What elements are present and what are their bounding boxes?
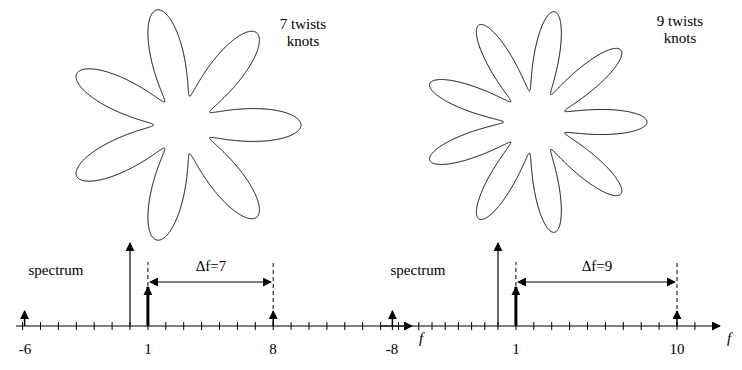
amplitude-axis <box>129 243 130 326</box>
axis-ticks <box>23 322 399 330</box>
axis-tick <box>471 322 472 330</box>
axis-tick <box>623 322 624 330</box>
axis-tick <box>677 322 678 330</box>
axis-tick <box>22 322 23 330</box>
spectral-line <box>514 287 517 326</box>
axis-tick <box>112 322 113 330</box>
delta-label: Δf=7 <box>196 258 227 275</box>
dashed-guide <box>147 262 148 286</box>
axis-label: f <box>727 330 731 347</box>
tick-label: -6 <box>19 341 32 358</box>
axis-tick <box>432 322 433 330</box>
delta-arrow <box>150 282 271 283</box>
axis-tick <box>273 322 274 330</box>
axis-tick <box>291 322 292 330</box>
tick-label: 1 <box>144 341 152 358</box>
axis-tick <box>255 322 256 330</box>
spectral-line <box>24 311 26 326</box>
axis-tick <box>569 322 570 330</box>
axis-tick <box>405 322 406 330</box>
frequency-axis <box>380 325 720 326</box>
axis-tick <box>130 322 131 330</box>
tick-label: 1 <box>512 341 520 358</box>
axis-tick <box>165 322 166 330</box>
amplitude-axis <box>497 243 498 326</box>
axis-tick <box>362 322 363 330</box>
dashed-guide <box>677 262 678 309</box>
axis-ticks <box>392 322 712 330</box>
axis-title: spectrum <box>29 262 84 279</box>
axis-tick <box>659 322 660 330</box>
axis-tick <box>712 322 713 330</box>
knot-curve <box>430 12 647 233</box>
axis-tick <box>694 322 695 330</box>
axis-tick <box>58 322 59 330</box>
delta-label: Δf=9 <box>582 258 613 275</box>
delta-arrow <box>518 282 675 283</box>
axis-tick <box>458 322 459 330</box>
figure-title: 7 twists knots <box>272 16 334 51</box>
axis-tick <box>484 322 485 330</box>
knot-curve <box>76 10 301 240</box>
axis-tick <box>587 322 588 330</box>
axis-tick <box>201 322 202 330</box>
axis-tick <box>392 322 393 330</box>
dashed-guide <box>515 262 516 286</box>
axis-tick <box>605 322 606 330</box>
tick-label: 10 <box>670 341 685 358</box>
axis-label: f <box>419 330 423 347</box>
tick-label: -8 <box>386 341 399 358</box>
spectral-line <box>146 287 149 326</box>
axis-tick <box>498 322 499 330</box>
axis-tick <box>94 322 95 330</box>
axis-title: spectrum <box>391 262 446 279</box>
axis-tick <box>309 322 310 330</box>
axis-tick <box>183 322 184 330</box>
tick-label: 8 <box>269 341 277 358</box>
axis-tick <box>147 322 148 330</box>
axis-tick <box>237 322 238 330</box>
axis-tick <box>533 322 534 330</box>
axis-tick <box>219 322 220 330</box>
axis-tick <box>445 322 446 330</box>
axis-tick <box>551 322 552 330</box>
axis-tick <box>76 322 77 330</box>
axis-tick <box>326 322 327 330</box>
frequency-axis <box>16 325 412 326</box>
figure-title: 9 twists knots <box>649 13 711 48</box>
dashed-guide <box>273 262 274 309</box>
axis-tick <box>40 322 41 330</box>
axis-tick <box>515 322 516 330</box>
axis-tick <box>418 322 419 330</box>
axis-tick <box>641 322 642 330</box>
axis-tick <box>344 322 345 330</box>
